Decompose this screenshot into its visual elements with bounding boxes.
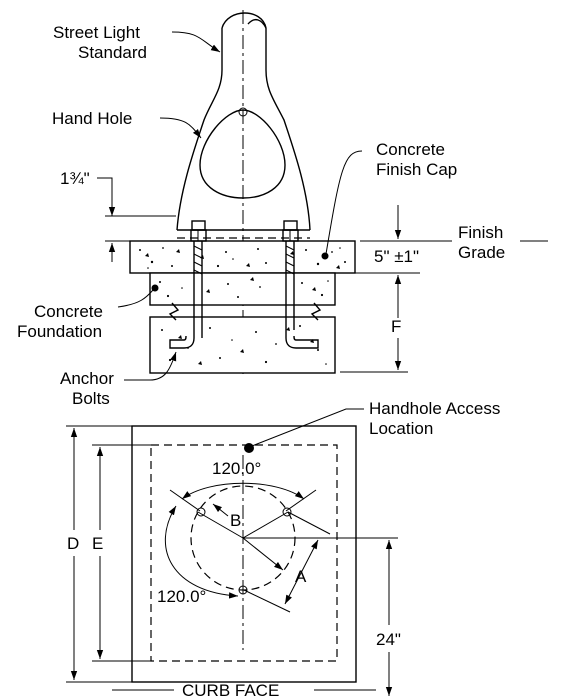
- anchor-bolt-right: [282, 220, 319, 349]
- foundation-plan-outline: [131, 425, 357, 683]
- dim-f: F: [340, 305, 408, 373]
- dim-24: 24": [300, 537, 401, 696]
- svg-text:Concrete: Concrete: [34, 302, 103, 321]
- label-handhole-access: Handhole Access Location: [244, 399, 500, 453]
- svg-text:Grade: Grade: [458, 243, 505, 262]
- svg-text:120.0°: 120.0°: [157, 587, 206, 606]
- break-line-right: [310, 302, 322, 321]
- svg-text:Foundation: Foundation: [17, 322, 102, 341]
- svg-text:D: D: [67, 534, 79, 553]
- svg-text:E: E: [92, 534, 103, 553]
- svg-text:5" ±1": 5" ±1": [374, 247, 419, 266]
- svg-text:Street Light: Street Light: [53, 23, 140, 42]
- svg-text:Location: Location: [369, 419, 433, 438]
- concrete-finish-cap: [129, 240, 356, 274]
- svg-text:Anchor: Anchor: [60, 369, 114, 388]
- dim-a: A: [243, 511, 331, 613]
- svg-text:CURB FACE: CURB FACE: [182, 681, 279, 698]
- svg-text:Hand Hole: Hand Hole: [52, 109, 132, 128]
- svg-text:Finish: Finish: [458, 223, 503, 242]
- break-line-left: [168, 302, 180, 321]
- svg-text:Finish Cap: Finish Cap: [376, 160, 457, 179]
- svg-text:F: F: [391, 317, 401, 336]
- svg-text:24": 24": [376, 630, 401, 649]
- label-anchor-bolts: Anchor Bolts: [60, 351, 177, 408]
- svg-text:Standard: Standard: [78, 43, 147, 62]
- svg-text:120.0°: 120.0°: [212, 459, 261, 478]
- label-finish-cap: Concrete Finish Cap: [321, 140, 457, 260]
- angle-arc-top: 120.0°: [169, 459, 317, 512]
- svg-text:Bolts: Bolts: [72, 389, 110, 408]
- concrete-foundation-lower: [149, 316, 336, 374]
- label-street-light: Street Light Standard: [53, 23, 221, 62]
- label-finish-grade: Finish Grade: [420, 223, 548, 262]
- bolt-hole-2: [282, 507, 292, 517]
- anchor-bolt-left: [169, 220, 207, 349]
- svg-text:1¾": 1¾": [60, 169, 90, 188]
- label-hand-hole: Hand Hole: [52, 109, 202, 139]
- label-foundation: Concrete Foundation: [17, 284, 159, 341]
- label-curb-face: CURB FACE: [112, 681, 376, 698]
- dim-b: B: [212, 503, 241, 530]
- svg-text:Concrete: Concrete: [376, 140, 445, 159]
- dim-cap-thickness: 5" ±1": [340, 205, 420, 305]
- svg-text:Handhole Access: Handhole Access: [369, 399, 500, 418]
- dim-d: D: [66, 425, 132, 683]
- concrete-foundation-upper: [149, 272, 336, 306]
- angle-arc-bottom: 120.0°: [157, 505, 239, 606]
- handhole-access-dot: [244, 443, 254, 453]
- dim-e: E: [92, 444, 151, 662]
- svg-text:A: A: [295, 567, 307, 586]
- dim-cap-offset: 1¾": [60, 169, 176, 262]
- cap-plan-outline: [150, 444, 338, 662]
- svg-text:B: B: [230, 511, 241, 530]
